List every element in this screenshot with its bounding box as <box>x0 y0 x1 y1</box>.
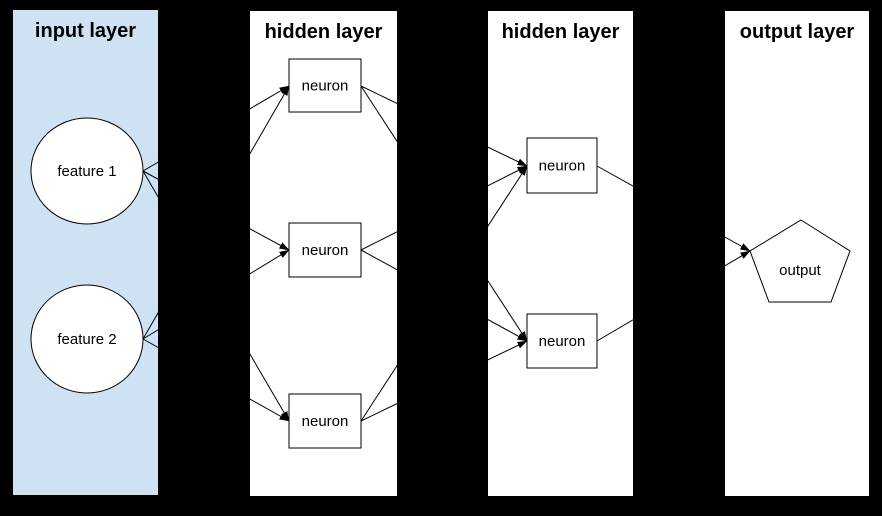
layer-title-hidden1: hidden layer <box>265 21 383 43</box>
node-label-output-node: output <box>779 262 822 279</box>
node-hidden1-neuron-1 <box>288 58 362 113</box>
layer-title-output: output layer <box>740 21 855 43</box>
edge-hidden1-neuron-3-to-hidden2-neuron-2 <box>360 340 528 422</box>
layer-title-input: input layer <box>35 20 136 42</box>
edge-feature-2-to-hidden1-neuron-3 <box>142 338 290 422</box>
node-hidden1-neuron-2 <box>288 222 362 278</box>
edge-hidden1-neuron-1-to-hidden2-neuron-2 <box>360 85 528 342</box>
edge-hidden2-neuron-1-to-output-node <box>596 165 751 252</box>
edge-feature-1-to-hidden1-neuron-3 <box>142 170 290 422</box>
node-feature-1 <box>30 117 144 225</box>
edge-hidden1-neuron-2-to-hidden2-neuron-2 <box>360 249 528 342</box>
edge-feature-1-to-hidden1-neuron-2 <box>142 170 290 251</box>
layer-title-hidden2: hidden layer <box>502 21 620 43</box>
layer-panel-hidden2 <box>488 11 633 496</box>
node-feature-2 <box>30 284 144 394</box>
edge-hidden1-neuron-1-to-hidden2-neuron-1 <box>360 85 528 167</box>
node-label-hidden1-neuron-3: neuron <box>302 413 349 430</box>
node-label-hidden2-neuron-1: neuron <box>539 158 586 175</box>
edge-feature-1-to-hidden1-neuron-1 <box>142 85 290 172</box>
edge-hidden2-neuron-2-to-output-node <box>596 250 751 342</box>
node-hidden2-neuron-1 <box>526 137 598 194</box>
node-label-hidden1-neuron-2: neuron <box>302 242 349 259</box>
node-hidden1-neuron-3 <box>288 393 362 449</box>
edge-feature-2-to-hidden1-neuron-2 <box>142 249 290 340</box>
node-label-hidden1-neuron-1: neuron <box>302 78 349 95</box>
edge-hidden1-neuron-2-to-hidden2-neuron-1 <box>360 165 528 251</box>
node-hidden2-neuron-2 <box>526 313 598 369</box>
node-label-feature-1: feature 1 <box>57 163 116 180</box>
edge-feature-2-to-hidden1-neuron-1 <box>142 85 290 340</box>
node-label-feature-2: feature 2 <box>57 331 116 348</box>
layer-panel-input <box>13 10 158 495</box>
node-label-hidden2-neuron-2: neuron <box>539 333 586 350</box>
node-output-node <box>749 219 851 303</box>
edge-hidden1-neuron-3-to-hidden2-neuron-1 <box>360 165 528 422</box>
